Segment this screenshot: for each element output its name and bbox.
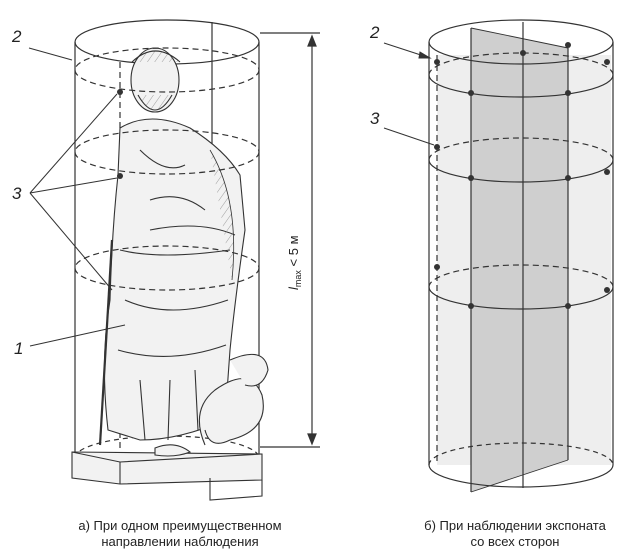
caption-b-line2: со всех сторон: [470, 534, 560, 549]
cylinder-b: [428, 19, 614, 488]
points-a: [117, 89, 123, 179]
caption-a-line1: а) При одном преимущественном: [78, 518, 282, 533]
label-2-a: 2: [11, 27, 22, 46]
caption-a: а) При одном преимущественном направлени…: [45, 518, 315, 550]
leaders-a: [28, 47, 126, 347]
leaders-b: [383, 42, 435, 146]
label-1-a: 1: [14, 339, 23, 358]
diagram-b: [383, 19, 614, 493]
dimension-lmax: [260, 32, 320, 448]
caption-b-line1: б) При наблюдении экспоната: [424, 518, 606, 533]
label-3-a: 3: [12, 184, 22, 203]
dimension-label: lmax < 5 м: [286, 235, 303, 290]
cross-plane-1: [471, 28, 568, 492]
rings-a: [74, 47, 260, 291]
points-b: [434, 42, 610, 309]
diagram-a: [28, 19, 320, 501]
label-3-b: 3: [370, 109, 380, 128]
caption-b: б) При наблюдении экспоната со всех стор…: [400, 518, 625, 550]
cross-plane-2: [437, 55, 611, 465]
rings-b: [428, 52, 614, 310]
label-2-b: 2: [369, 23, 380, 42]
caption-a-line2: направлении наблюдения: [101, 534, 259, 549]
statue-drawing: [71, 47, 269, 501]
